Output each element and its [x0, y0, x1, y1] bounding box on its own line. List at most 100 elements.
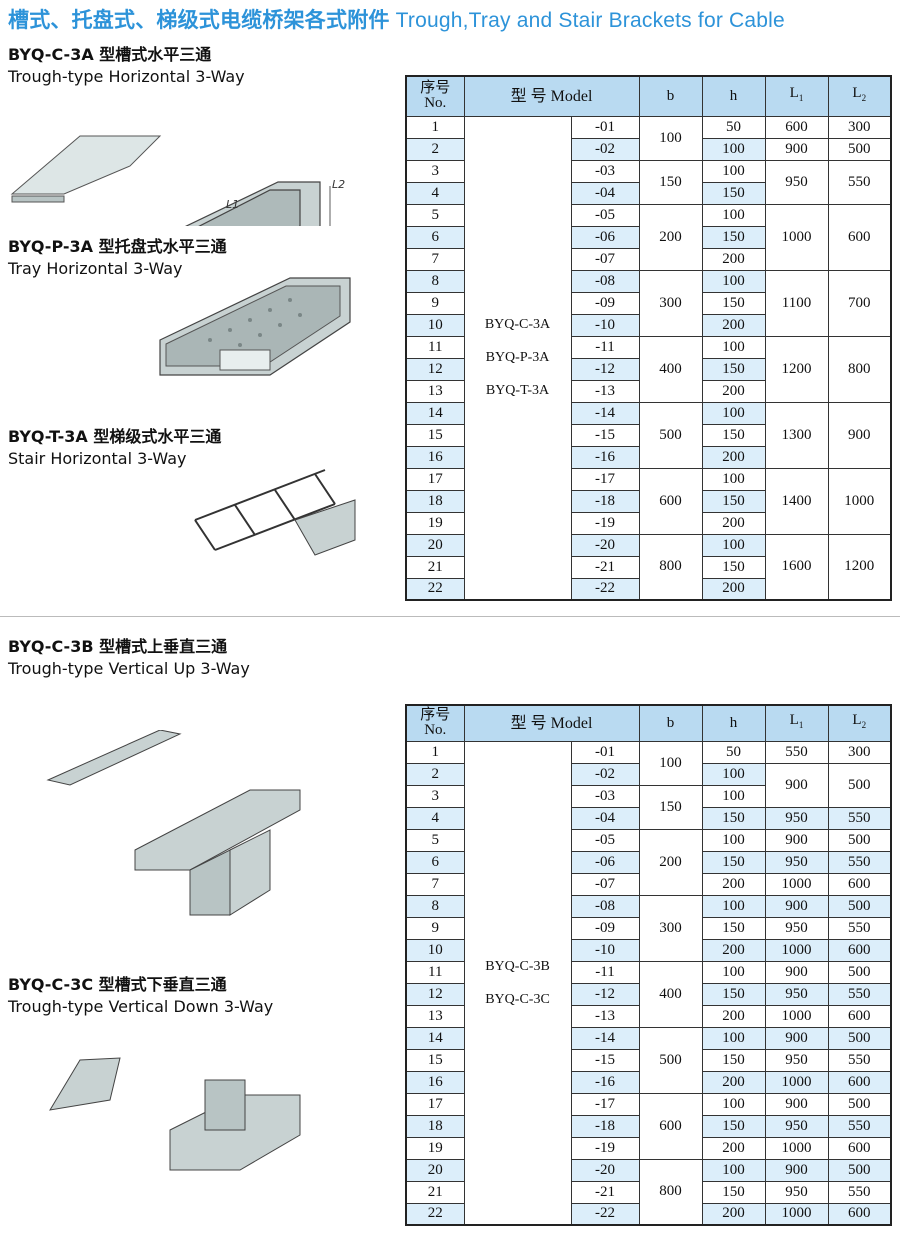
value-l1: 900	[764, 894, 829, 918]
row-no: 18	[405, 489, 465, 513]
value-h: 200	[701, 247, 766, 271]
row-no: 18	[405, 1114, 465, 1138]
row-no: 5	[405, 203, 465, 227]
row-no: 20	[405, 533, 465, 557]
value-l2: 600	[827, 203, 892, 271]
value-l2: 600	[827, 872, 892, 896]
model-suffix: -19	[570, 511, 640, 535]
row-no: 14	[405, 401, 465, 425]
value-l1: 950	[764, 1048, 829, 1072]
header-b: b	[638, 75, 703, 117]
header-h: h	[701, 75, 766, 117]
value-b: 600	[638, 467, 703, 535]
value-l1: 1400	[764, 467, 829, 535]
header-h: h	[701, 704, 766, 742]
value-h: 150	[701, 291, 766, 315]
header-l2: L2	[827, 704, 892, 742]
value-l1: 1000	[764, 872, 829, 896]
value-l2: 600	[827, 1202, 892, 1226]
value-h: 100	[701, 467, 766, 491]
value-l2: 300	[827, 740, 892, 764]
value-l2: 550	[827, 1048, 892, 1072]
model-suffix: -14	[570, 401, 640, 425]
value-h: 150	[701, 1180, 766, 1204]
model-suffix: -02	[570, 762, 640, 786]
value-h: 150	[701, 1048, 766, 1072]
row-no: 15	[405, 1048, 465, 1072]
model-suffix: -11	[570, 960, 640, 984]
model-suffix: -17	[570, 1092, 640, 1116]
value-l2: 550	[827, 850, 892, 874]
row-no: 7	[405, 247, 465, 271]
model-suffix: -11	[570, 335, 640, 359]
value-b: 200	[638, 203, 703, 271]
value-l2: 500	[827, 1158, 892, 1182]
value-l2: 900	[827, 401, 892, 469]
value-b: 100	[638, 740, 703, 786]
value-l2: 1000	[827, 467, 892, 535]
value-h: 100	[701, 203, 766, 227]
value-l1: 1000	[764, 203, 829, 271]
value-l2: 550	[827, 159, 892, 205]
row-no: 14	[405, 1026, 465, 1050]
row-no: 11	[405, 335, 465, 359]
value-h: 200	[701, 872, 766, 896]
tray-horizontal-tee-illustration	[159, 277, 351, 376]
value-b: 800	[638, 533, 703, 601]
model-name: BYQ-C-3A	[484, 317, 551, 333]
model-name: BYQ-T-3A	[485, 383, 550, 399]
value-l1: 1000	[764, 1136, 829, 1160]
model-suffix: -10	[570, 938, 640, 962]
value-h: 200	[701, 445, 766, 469]
value-l1: 1100	[764, 269, 829, 337]
trough-vertical-up-tee-illustration	[46, 730, 301, 916]
value-h: 100	[701, 533, 766, 557]
value-h: 100	[701, 1158, 766, 1182]
value-l2: 600	[827, 1070, 892, 1094]
row-no: 3	[405, 784, 465, 808]
model-suffix: -12	[570, 357, 640, 381]
model-suffix: -10	[570, 313, 640, 337]
value-l2: 1200	[827, 533, 892, 601]
value-l1: 900	[764, 1026, 829, 1050]
value-l1: 1300	[764, 401, 829, 469]
value-l1: 950	[764, 806, 829, 830]
value-l2: 500	[827, 1026, 892, 1050]
value-h: 200	[701, 1136, 766, 1160]
value-h: 150	[701, 806, 766, 830]
value-h: 150	[701, 916, 766, 940]
value-h: 150	[701, 357, 766, 381]
value-h: 200	[701, 379, 766, 403]
trough-horizontal-tee-illustration: b b h h L1 L2	[10, 135, 345, 226]
value-b: 150	[638, 784, 703, 830]
model-suffix: -12	[570, 982, 640, 1006]
trough-vertical-down-tee-illustration	[49, 1057, 301, 1171]
value-h: 150	[701, 181, 766, 205]
value-l1: 900	[764, 1092, 829, 1116]
row-no: 11	[405, 960, 465, 984]
model-suffix: -04	[570, 181, 640, 205]
value-l2: 600	[827, 1136, 892, 1160]
row-no: 5	[405, 828, 465, 852]
value-l2: 500	[827, 1092, 892, 1116]
model-name: BYQ-C-3C	[485, 991, 550, 1007]
value-b: 150	[638, 159, 703, 205]
value-l2: 550	[827, 1114, 892, 1138]
value-b: 400	[638, 335, 703, 403]
